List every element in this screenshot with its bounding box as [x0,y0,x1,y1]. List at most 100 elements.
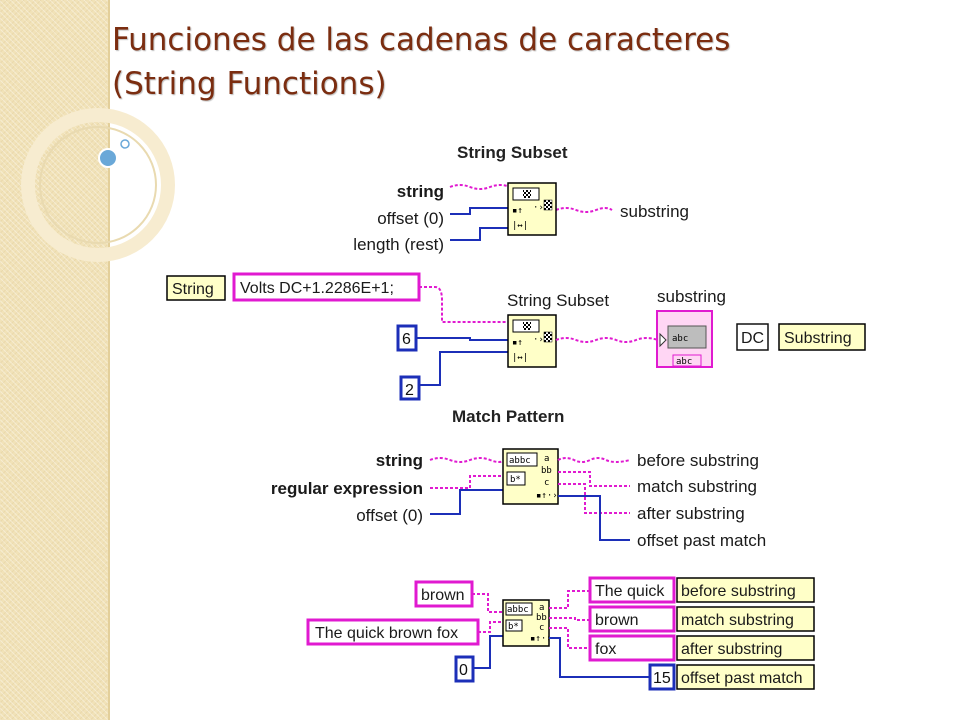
ex-offset-constant-value: 0 [459,662,468,679]
mp-output-label-offset-past: offset past match [637,531,766,550]
string-subset-heading: String Subset [457,143,568,162]
wire-string-in [449,184,511,190]
svg-text:a: a [544,454,549,464]
length-constant[interactable] [399,375,421,401]
deco-bubble-large [98,148,118,168]
result-display-value: DC [741,330,764,347]
match-pattern-terminals: string regular expression offset (0) abb… [271,448,766,550]
before-substring-label-text: before substring [681,583,796,600]
mp-wire-offset [430,489,505,515]
svg-text:|↔|: |↔| [512,221,528,231]
input-label-offset: offset (0) [377,209,444,228]
offset-past-value: 15 [653,670,671,687]
search-string-constant-value: The quick brown fox [315,625,458,642]
match-substring-label-text: match substring [681,612,794,629]
substring-result-label [778,323,866,351]
svg-text:·›: ·› [533,335,544,345]
title-line-2: (String Functions) [112,66,387,102]
example-string-subset-node-icon: ▪↑ ·› |↔| [507,314,557,368]
svg-text:▪↑·›: ▪↑·› [536,491,558,501]
svg-text:▪↑: ▪↑ [512,338,523,348]
mp-wire-match [558,471,630,487]
mp-output-label-before: before substring [637,451,759,470]
offset-past-label-text: offset past match [681,670,803,687]
decorative-circles [21,108,175,262]
input-label-length: length (rest) [353,235,444,254]
length-constant-value: 2 [405,382,414,399]
string-indicator-text: String [172,281,214,298]
string-subset-node-icon: ▪↑ ·› |↔| [507,182,557,236]
string-indicator-label [166,275,226,301]
wire-length-in [450,227,510,241]
abc-icon-text: abc [672,334,688,344]
ex-match-pattern-node-icon: abbc b* a bb c ▪↑·› [502,599,552,647]
mp-input-label-regex: regular expression [271,479,423,498]
slide-title: Funciones de las cadenas de caracteres (… [112,18,730,106]
ex-wire-offset [473,635,503,669]
deco-ring-outer [21,108,175,262]
wire-example-substring [555,337,659,343]
after-substring-indicator [588,634,676,662]
match-substring-indicator [588,605,676,633]
mp-wire-after [558,483,630,514]
title-line-1: Funciones de las cadenas de caracteres [112,22,731,58]
ex-wire-string [478,621,503,633]
svg-text:abbc: abbc [507,605,529,615]
substring-result-label-text: Substring [784,330,852,347]
before-substring-indicator [588,576,676,604]
ex-wire-after [549,627,590,649]
mp-output-label-match: match substring [637,477,757,496]
match-pattern-node-icon: abbc b* a bb c ▪↑·› [502,448,559,505]
substring-indicator-terminal[interactable]: abc abc [656,310,713,368]
wire-offset-in [450,207,510,215]
svg-text:▪↑·›: ▪↑·› [530,634,552,644]
svg-text:b*: b* [510,475,521,485]
offset-past-indicator [648,663,676,691]
wire-example-offset [416,337,510,341]
match-substring-value: brown [595,612,639,629]
svg-text:b*: b* [508,622,519,632]
svg-text:c: c [544,478,549,488]
mp-wire-offset-past [558,495,630,541]
output-label-substring: substring [620,202,689,221]
offset-past-label [676,664,815,690]
node-label-string-subset: String Subset [507,291,609,310]
match-substring-label [676,606,815,632]
after-substring-value: fox [595,641,616,658]
match-pattern-heading: Match Pattern [452,407,564,426]
svg-text:·›: ·› [533,203,544,213]
match-pattern-example: brown The quick brown fox 0 abbc b* a bb… [306,576,815,691]
string-subset-example: String Volts DC+1.2286E+1; String Subset… [166,272,866,401]
wire-substring-out [555,207,613,213]
substring-indicator-label: substring [657,287,726,306]
svg-text:|↔|: |↔| [512,353,528,363]
deco-ring-inner [39,126,157,244]
abc-icon-subtext: abc [676,357,692,367]
offset-constant-value: 6 [402,331,411,348]
mp-input-label-offset: offset (0) [356,506,423,525]
svg-text:bb: bb [536,613,547,623]
mp-input-label-string: string [376,451,423,470]
mp-wire-before [557,457,631,463]
regex-constant-value: brown [421,587,465,604]
mp-wire-regex [430,475,505,489]
before-substring-label [676,577,815,603]
ex-wire-offset-past [549,637,650,678]
string-constant-value: Volts DC+1.2286E+1; [240,280,394,297]
string-subset-terminals: string offset (0) length (rest) substrin… [353,182,689,254]
svg-text:c: c [539,623,544,633]
ex-wire-before [549,590,590,609]
after-substring-label [676,635,815,661]
svg-text:abbc: abbc [509,456,531,466]
wire-example-string [419,286,510,323]
result-display [736,323,769,351]
svg-text:a: a [539,603,544,613]
svg-text:▪↑: ▪↑ [512,206,523,216]
input-label-string: string [397,182,444,201]
ex-wire-match [549,617,590,621]
wire-example-length [419,351,510,386]
before-substring-value: The quick [595,583,665,600]
mp-output-label-after: after substring [637,504,745,523]
after-substring-label-text: after substring [681,641,782,658]
ex-wire-regex [472,593,503,613]
